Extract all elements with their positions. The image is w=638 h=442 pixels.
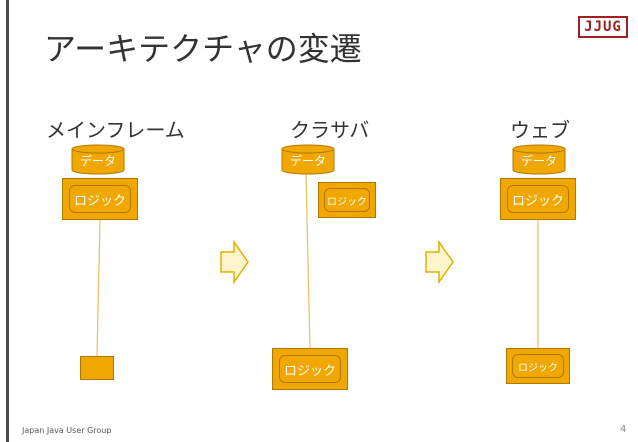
- jjug-logo: JJUG: [578, 16, 628, 38]
- database-icon: [512, 144, 566, 175]
- web-label: ウェブ: [510, 118, 570, 142]
- transition-arrow-2: [425, 239, 454, 285]
- clientserver-client-logic-box: ロジック: [272, 348, 348, 390]
- clientserver-database: データ: [281, 144, 335, 175]
- web-server-logic-box: ロジック: [500, 178, 576, 220]
- slide-title: アーキテクチャの変遷: [44, 30, 362, 68]
- clientserver-data-label: データ: [289, 154, 326, 168]
- web-data-label: データ: [520, 154, 557, 168]
- web-client-logic-label: ロジック: [512, 354, 564, 378]
- mainframe-label: メインフレーム: [46, 118, 185, 142]
- web-client-logic-box: ロジック: [506, 348, 570, 384]
- clientserver-client-logic-label: ロジック: [279, 355, 341, 383]
- clientserver-server-logic-label: ロジック: [324, 188, 370, 212]
- database-icon: [281, 144, 335, 175]
- footer-text: Japan Java User Group: [22, 426, 112, 435]
- mainframe-logic-box: ロジック: [62, 178, 138, 220]
- mainframe-terminal: [80, 356, 114, 380]
- left-accent-bar: [6, 0, 9, 442]
- web-database: データ: [512, 144, 566, 175]
- clientserver-connector-line: [305, 173, 311, 351]
- mainframe-logic-label: ロジック: [69, 185, 131, 213]
- page-number: 4: [620, 424, 627, 435]
- mainframe-data-label: データ: [79, 154, 116, 168]
- mainframe-database: データ: [71, 144, 125, 175]
- clientserver-label: クラサバ: [290, 118, 370, 142]
- database-icon: [71, 144, 125, 175]
- web-server-logic-label: ロジック: [507, 185, 569, 213]
- transition-arrow-1: [220, 239, 249, 285]
- clientserver-server-logic-box: ロジック: [318, 182, 376, 218]
- mainframe-connector-line: [96, 219, 101, 357]
